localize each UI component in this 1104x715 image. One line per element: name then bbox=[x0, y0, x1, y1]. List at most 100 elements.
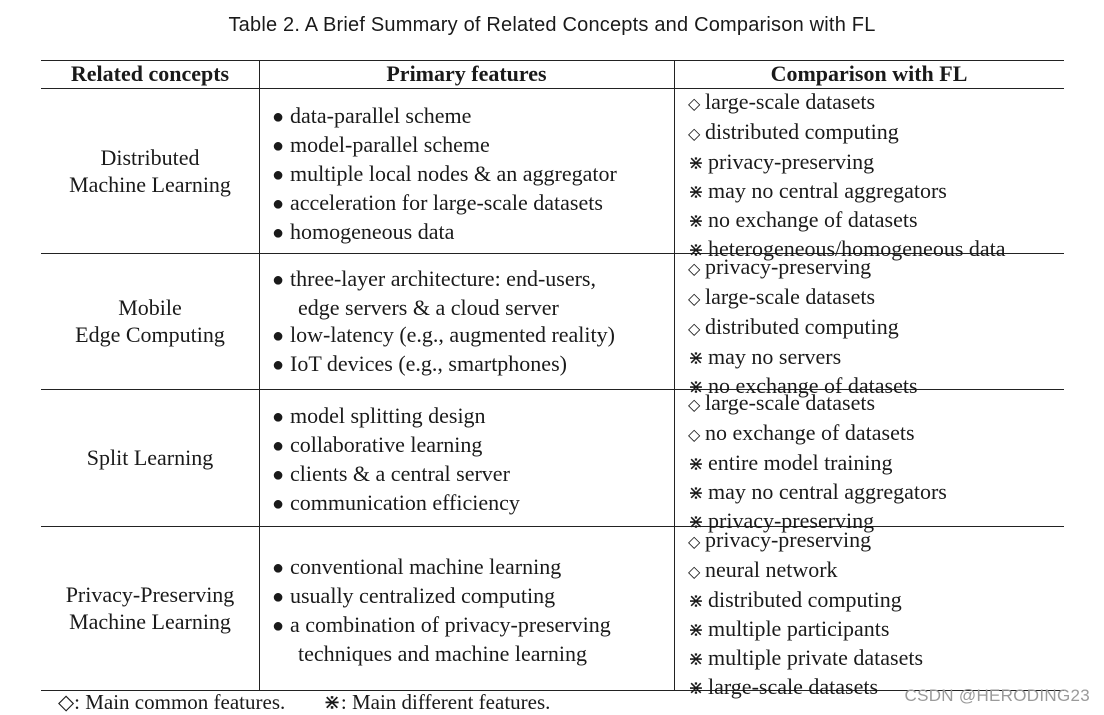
header-comparison-with-fl: Comparison with FL bbox=[770, 61, 968, 86]
star-icon: ⋇ bbox=[688, 348, 704, 369]
comparison-item: ◇large-scale datasets bbox=[688, 389, 947, 419]
star-icon: ⋇ bbox=[688, 153, 704, 174]
features-list: ●three-layer architecture: end-users, ed… bbox=[272, 265, 615, 379]
concept-cell: Mobile Edge Computing bbox=[41, 253, 259, 389]
diamond-icon: ◇ bbox=[688, 534, 701, 551]
feature-text: model splitting design bbox=[290, 403, 486, 428]
comparison-item: ◇privacy-preserving bbox=[688, 526, 923, 556]
feature-item: ●model splitting design bbox=[272, 402, 520, 431]
comparison-text: privacy-preserving bbox=[708, 149, 875, 174]
bullet-icon: ● bbox=[272, 493, 285, 515]
feature-text: data-parallel scheme bbox=[290, 103, 472, 128]
bullet-icon: ● bbox=[272, 435, 285, 457]
comparison-list: ◇large-scale datasets ◇distributed compu… bbox=[688, 88, 1006, 264]
comparison-text: no exchange of datasets bbox=[705, 420, 915, 445]
features-list: ●model splitting design ●collaborative l… bbox=[272, 402, 520, 518]
bullet-icon: ● bbox=[272, 615, 285, 637]
concept-line: Edge Computing bbox=[75, 322, 225, 347]
table-caption: Table 2. A Brief Summary of Related Conc… bbox=[228, 14, 876, 36]
feature-text: low-latency (e.g., augmented reality) bbox=[290, 322, 615, 347]
comparison-item: ⋇entire model training bbox=[688, 449, 947, 478]
feature-text: a combination of privacy-preserving bbox=[290, 612, 611, 637]
comparison-text: large-scale datasets bbox=[708, 674, 879, 699]
bullet-icon: ● bbox=[272, 354, 285, 376]
comparison-item: ⋇privacy-preserving bbox=[688, 148, 1006, 177]
comparison-item: ⋇multiple private datasets bbox=[688, 644, 923, 673]
bullet-icon: ● bbox=[272, 222, 285, 244]
feature-item-continuation: techniques and machine learning bbox=[272, 640, 611, 667]
feature-item: ●IoT devices (e.g., smartphones) bbox=[272, 350, 615, 379]
star-icon: ⋇ bbox=[688, 454, 704, 475]
row-separator-2 bbox=[41, 389, 1064, 390]
concept-cell: Distributed Machine Learning bbox=[41, 89, 259, 253]
feature-item: ●low-latency (e.g., augmented reality) bbox=[272, 321, 615, 350]
feature-text: homogeneous data bbox=[290, 219, 455, 244]
comparison-text: large-scale datasets bbox=[705, 89, 876, 114]
bullet-icon: ● bbox=[272, 269, 285, 291]
comparison-item: ⋇may no servers bbox=[688, 343, 918, 372]
bullet-icon: ● bbox=[272, 106, 285, 128]
comparison-item: ⋇privacy-preserving bbox=[688, 507, 947, 536]
comparison-item: ⋇may no central aggregators bbox=[688, 177, 1006, 206]
comparison-item: ◇large-scale datasets bbox=[688, 88, 1006, 118]
features-list: ●conventional machine learning ●usually … bbox=[272, 553, 611, 667]
concept-cell: Privacy-Preserving Machine Learning bbox=[41, 526, 259, 690]
comparison-item: ⋇no exchange of datasets bbox=[688, 206, 1006, 235]
feature-item: ●three-layer architecture: end-users, bbox=[272, 265, 615, 294]
feature-item-continuation: edge servers & a cloud server bbox=[272, 294, 615, 321]
bullet-icon: ● bbox=[272, 406, 285, 428]
comparison-text: heterogeneous/homogeneous data bbox=[708, 236, 1006, 261]
diamond-icon: ◇ bbox=[688, 126, 701, 143]
feature-text: model-parallel scheme bbox=[290, 132, 490, 157]
comparison-item: ◇large-scale datasets bbox=[688, 283, 918, 313]
concept-line: Mobile bbox=[118, 295, 182, 320]
comparison-text: distributed computing bbox=[708, 587, 902, 612]
header-primary-features: Primary features bbox=[386, 61, 547, 86]
diamond-icon: ◇ bbox=[688, 397, 701, 414]
star-icon: ⋇ bbox=[688, 678, 704, 699]
header-bottom-rule bbox=[41, 88, 1064, 89]
comparison-item: ◇neural network bbox=[688, 556, 923, 586]
comparison-text: large-scale datasets bbox=[705, 390, 876, 415]
diamond-icon: ◇ bbox=[688, 321, 701, 338]
column-divider-2 bbox=[674, 60, 675, 690]
table-footnote: ◇: Main common features.⋇: Main differen… bbox=[58, 690, 550, 714]
comparison-text: may no central aggregators bbox=[708, 479, 947, 504]
feature-text: multiple local nodes & an aggregator bbox=[290, 161, 617, 186]
comparison-text: no exchange of datasets bbox=[708, 207, 918, 232]
comparison-text: distributed computing bbox=[705, 119, 899, 144]
star-icon: ⋇ bbox=[688, 512, 704, 533]
bullet-icon: ● bbox=[272, 325, 285, 347]
comparison-list: ◇privacy-preserving ◇neural network ⋇dis… bbox=[688, 526, 923, 702]
feature-text: usually centralized computing bbox=[290, 583, 556, 608]
star-icon: ⋇ bbox=[688, 483, 704, 504]
concept-line: Machine Learning bbox=[69, 172, 231, 197]
diamond-icon: ◇ bbox=[688, 427, 701, 444]
feature-item: ●data-parallel scheme bbox=[272, 102, 617, 131]
concept-cell: Split Learning bbox=[41, 389, 259, 526]
comparison-text: neural network bbox=[705, 557, 838, 582]
feature-text: acceleration for large-scale datasets bbox=[290, 190, 603, 215]
comparison-list: ◇large-scale datasets ◇no exchange of da… bbox=[688, 389, 947, 536]
features-list: ●data-parallel scheme ●model-parallel sc… bbox=[272, 102, 617, 247]
feature-text: IoT devices (e.g., smartphones) bbox=[290, 351, 567, 376]
feature-text: clients & a central server bbox=[290, 461, 510, 486]
feature-text: three-layer architecture: end-users, bbox=[290, 266, 596, 291]
star-icon: ⋇ bbox=[688, 591, 704, 612]
bullet-icon: ● bbox=[272, 557, 285, 579]
star-icon: ⋇ bbox=[688, 377, 704, 398]
comparison-text: may no servers bbox=[708, 344, 842, 369]
diamond-icon: ◇ bbox=[688, 96, 701, 113]
comparison-list: ◇privacy-preserving ◇large-scale dataset… bbox=[688, 253, 918, 401]
row-separator-3 bbox=[41, 526, 1064, 527]
bullet-icon: ● bbox=[272, 193, 285, 215]
comparison-item: ◇distributed computing bbox=[688, 313, 918, 343]
feature-item: ●acceleration for large-scale datasets bbox=[272, 189, 617, 218]
star-icon: ⋇ bbox=[688, 240, 704, 261]
feature-text: edge servers & a cloud server bbox=[298, 295, 559, 320]
feature-text: collaborative learning bbox=[290, 432, 483, 457]
diamond-icon: ◇ bbox=[688, 261, 701, 278]
comparison-text: no exchange of datasets bbox=[708, 373, 918, 398]
concept-line: Split Learning bbox=[86, 445, 214, 470]
comparison-item: ⋇heterogeneous/homogeneous data bbox=[688, 235, 1006, 264]
